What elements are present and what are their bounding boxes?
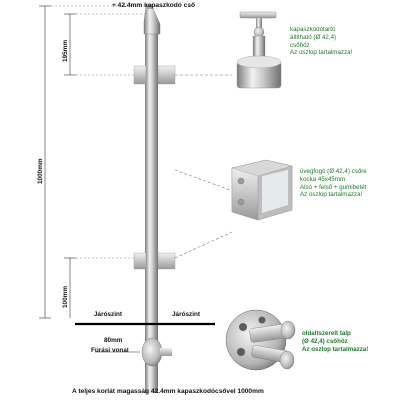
dimension-lines: [39, 5, 76, 319]
leader-lines: [174, 74, 233, 259]
holder-line-4: Az oszlop tartalmazza!: [290, 49, 353, 57]
base-line-1: oldaltszerelt talp: [302, 330, 351, 337]
dimension-195mm: 195mm: [62, 39, 69, 62]
total-height-caption: A teljes korlát magasság 42.4mm kapaszko…: [72, 388, 264, 395]
drill-distance: 80mm: [104, 337, 123, 344]
glass-line-4: Az oszlop tartalmazza!: [300, 191, 363, 199]
post-tube: [145, 28, 158, 393]
base-line-3: Az oszlop tartalmazza!: [302, 345, 369, 353]
dimension-1000mm: 1000mm: [37, 158, 44, 184]
glass-clamp-detail: [231, 159, 293, 221]
base-line-2: (Ø 42,4) csőhöz: [302, 337, 348, 345]
floor-label-left: Járószint: [94, 311, 123, 318]
base-arm: [160, 348, 172, 356]
floor-label-right: Járószint: [172, 311, 201, 318]
base-callout: oldaltszerelt talp (Ø 42,4) csőhöz Az os…: [302, 330, 368, 353]
upper-glass-clamp-right: [157, 65, 176, 85]
lower-glass-clamp-right: [157, 252, 176, 270]
holder-callout: kapaszkodótartó állítható (Ø 42,4) csőhö…: [290, 26, 352, 57]
holder-line-3: csőhöz: [290, 41, 310, 49]
holder-line-2: állítható (Ø 42,4): [290, 33, 337, 41]
glass-line-3: Alsó + felső + gumibetét: [300, 183, 367, 191]
glass-line-2: kocka 45x45mm: [300, 175, 346, 183]
upper-glass-clamp-left: [133, 65, 147, 85]
drill-line-label: Fúrási vonal: [91, 347, 129, 354]
top-tube-label: + 42.4mm kapaszkodó cső: [112, 2, 196, 9]
glass-line-1: üvegfogó (Ø 42,4) csőre: [300, 168, 367, 175]
side-mount-base-detail: [225, 309, 296, 371]
holder-line-1: kapaszkodótartó: [290, 26, 336, 33]
handrail-holder-detail: [236, 11, 282, 89]
lower-glass-clamp-left: [133, 252, 147, 270]
glass-clamp-callout: üvegfogó (Ø 42,4) csőre kocka 45x45mm Al…: [300, 168, 367, 199]
top-bracket-plate: [146, 4, 153, 9]
reference-dashed-lines: [51, 5, 160, 259]
side-mount-base-plate: [141, 337, 163, 367]
dimension-100mm: 100mm: [62, 285, 69, 308]
